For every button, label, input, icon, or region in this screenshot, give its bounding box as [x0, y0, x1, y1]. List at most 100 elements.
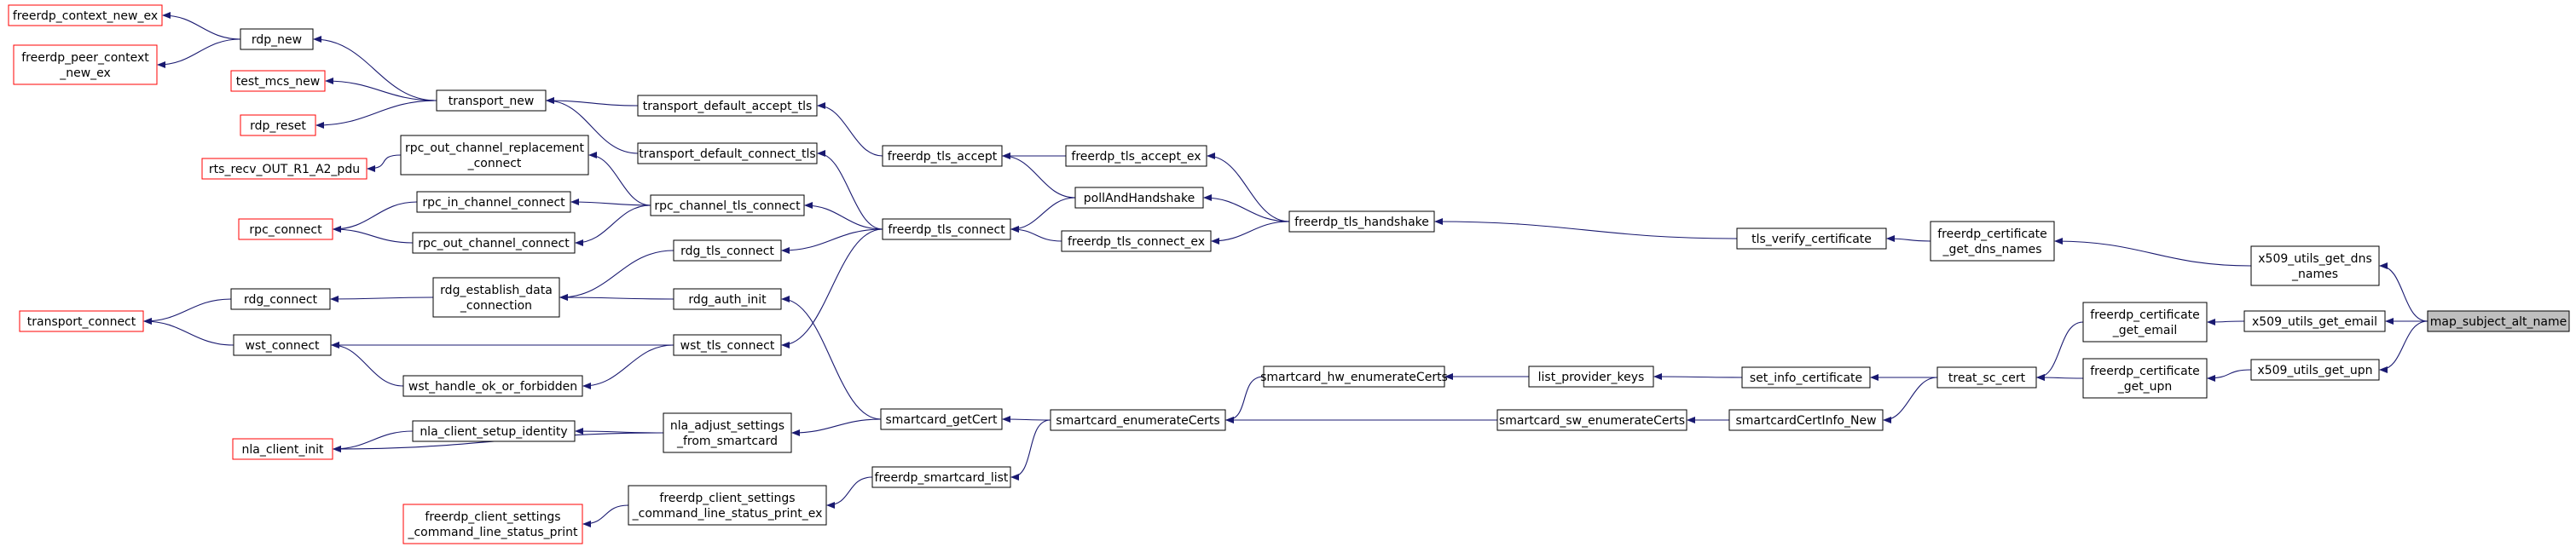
node-freerdp-context-new-ex[interactable]: freerdp_context_new_ex: [8, 4, 163, 26]
node-smartcard-sw-enumerateCerts[interactable]: smartcard_sw_enumerateCerts: [1496, 409, 1687, 431]
node-nla-client-init[interactable]: nla_client_init: [232, 438, 333, 460]
node-box[interactable]: [650, 194, 805, 216]
node-box[interactable]: [238, 218, 333, 240]
node-nla-adjust-settings-from-smartcard[interactable]: nla_adjust_settings_from_smartcard: [663, 412, 792, 453]
node-smartcard-hw-enumerateCerts[interactable]: smartcard_hw_enumerateCerts: [1260, 366, 1448, 388]
node-box[interactable]: [2250, 245, 2380, 286]
node-freerdp-certificate-get-dns-names[interactable]: freerdp_certificate_get_dns_names: [1930, 221, 2055, 262]
node-box[interactable]: [1065, 145, 1207, 167]
node-set-info-certificate[interactable]: set_info_certificate: [1741, 366, 1871, 389]
node-box[interactable]: [1288, 210, 1435, 233]
node-box[interactable]: [2427, 310, 2570, 332]
node-freerdp-certificate-get-email[interactable]: freerdp_certificate_get_email: [2082, 302, 2208, 343]
node-rdg-auth-init[interactable]: rdg_auth_init: [673, 288, 782, 310]
node-box[interactable]: [416, 191, 571, 213]
node-rpc-out-channel-replacement-connect[interactable]: rpc_out_channel_replacement_connect: [400, 135, 589, 176]
node-freerdp-smartcard-list[interactable]: freerdp_smartcard_list: [871, 466, 1011, 488]
node-freerdp-tls-handshake[interactable]: freerdp_tls_handshake: [1288, 210, 1435, 233]
node-transport-default-connect-tls[interactable]: transport_default_connect_tls: [637, 142, 818, 164]
node-box[interactable]: [1728, 409, 1884, 431]
node-box[interactable]: [240, 28, 314, 50]
node-box[interactable]: [232, 438, 333, 460]
node-box[interactable]: [637, 142, 818, 164]
node-box[interactable]: [412, 232, 576, 254]
node-rpc-connect[interactable]: rpc_connect: [238, 218, 333, 240]
node-transport-new[interactable]: transport_new: [436, 89, 547, 112]
node-box[interactable]: [882, 218, 1011, 240]
node-box[interactable]: [663, 412, 792, 453]
node-box[interactable]: [436, 89, 547, 112]
node-box[interactable]: [1061, 230, 1212, 252]
node-freerdp-tls-accept[interactable]: freerdp_tls_accept: [882, 145, 1003, 167]
node-freerdp-tls-connect[interactable]: freerdp_tls_connect: [882, 218, 1011, 240]
node-freerdp-tls-connect-ex[interactable]: freerdp_tls_connect_ex: [1061, 230, 1212, 252]
node-wst-connect[interactable]: wst_connect: [233, 334, 332, 356]
node-box[interactable]: [882, 145, 1003, 167]
node-box[interactable]: [1263, 366, 1445, 388]
node-box[interactable]: [432, 277, 560, 318]
node-wst-handle-ok-or-forbidden[interactable]: wst_handle_ok_or_forbidden: [402, 375, 583, 397]
node-transport-default-accept-tls[interactable]: transport_default_accept_tls: [637, 95, 818, 117]
node-box[interactable]: [240, 114, 316, 136]
node-box[interactable]: [1930, 221, 2055, 262]
node-box[interactable]: [673, 239, 782, 262]
node-box[interactable]: [201, 158, 368, 180]
node-box[interactable]: [1741, 366, 1871, 389]
node-freerdp-certificate-get-upn[interactable]: freerdp_certificate_get_upn: [2082, 358, 2208, 399]
node-box[interactable]: [13, 44, 158, 85]
node-test-mcs-new[interactable]: test_mcs_new: [230, 70, 326, 92]
node-box[interactable]: [628, 485, 827, 526]
node-box[interactable]: [1528, 366, 1654, 388]
node-rdg-establish-data-connection[interactable]: rdg_establish_data_connection: [432, 277, 560, 318]
node-rdp-new[interactable]: rdp_new: [240, 28, 314, 50]
node-x509-utils-get-email[interactable]: x509_utils_get_email: [2243, 310, 2386, 332]
node-nla-client-setup-identity[interactable]: nla_client_setup_identity: [412, 420, 576, 442]
node-wst-tls-connect[interactable]: wst_tls_connect: [673, 334, 782, 356]
node-list-provider-keys[interactable]: list_provider_keys: [1528, 366, 1654, 388]
node-box[interactable]: [2243, 310, 2386, 332]
node-x509-utils-get-dns-names[interactable]: x509_utils_get_dns_names: [2250, 245, 2380, 286]
node-smartcard-getCert[interactable]: smartcard_getCert: [880, 408, 1003, 430]
node-box[interactable]: [1050, 409, 1226, 431]
node-smartcard-enumerateCerts[interactable]: smartcard_enumerateCerts: [1050, 409, 1226, 431]
node-box[interactable]: [1736, 227, 1887, 250]
node-box[interactable]: [880, 408, 1003, 430]
node-box[interactable]: [2082, 302, 2208, 343]
node-rdp-reset[interactable]: rdp_reset: [240, 114, 316, 136]
node-box[interactable]: [1074, 187, 1204, 209]
node-box[interactable]: [233, 334, 332, 356]
node-rpc-in-channel-connect[interactable]: rpc_in_channel_connect: [416, 191, 571, 213]
node-box[interactable]: [2082, 358, 2208, 399]
node-box[interactable]: [2250, 359, 2380, 381]
node-pollAndHandshake[interactable]: pollAndHandshake: [1074, 187, 1204, 209]
node-freerdp-tls-accept-ex[interactable]: freerdp_tls_accept_ex: [1065, 145, 1207, 167]
node-box[interactable]: [673, 288, 782, 310]
node-treat-sc-cert[interactable]: treat_sc_cert: [1936, 366, 2037, 389]
node-rdg-tls-connect[interactable]: rdg_tls_connect: [673, 239, 782, 262]
node-box[interactable]: [871, 466, 1011, 488]
node-rts-recv-OUT-R1-A2-pdu[interactable]: rts_recv_OUT_R1_A2_pdu: [201, 158, 368, 180]
node-box[interactable]: [1496, 409, 1687, 431]
node-box[interactable]: [230, 288, 331, 310]
node-box[interactable]: [673, 334, 782, 356]
node-smartcardCertInfo-New[interactable]: smartcardCertInfo_New: [1728, 409, 1884, 431]
node-box[interactable]: [637, 95, 818, 117]
node-rpc-channel-tls-connect[interactable]: rpc_channel_tls_connect: [650, 194, 805, 216]
node-box[interactable]: [412, 420, 576, 442]
node-map-subject-alt-name[interactable]: map_subject_alt_name: [2427, 310, 2570, 332]
node-rpc-out-channel-connect[interactable]: rpc_out_channel_connect: [412, 232, 576, 254]
node-box[interactable]: [8, 4, 163, 26]
node-box[interactable]: [19, 310, 144, 332]
node-freerdp-client-settings-command-line-status-print[interactable]: freerdp_client_settings_command_line_sta…: [402, 504, 583, 544]
node-box[interactable]: [402, 375, 583, 397]
node-box[interactable]: [400, 135, 589, 176]
node-freerdp-peer-context-new-ex[interactable]: freerdp_peer_context_new_ex: [13, 44, 158, 85]
node-box[interactable]: [1936, 366, 2037, 389]
node-freerdp-client-settings-command-line-status-print-ex[interactable]: freerdp_client_settings_command_line_sta…: [628, 485, 827, 526]
node-tls-verify-certificate[interactable]: tls_verify_certificate: [1736, 227, 1887, 250]
node-box[interactable]: [230, 70, 326, 92]
node-box[interactable]: [402, 504, 583, 544]
node-rdg-connect[interactable]: rdg_connect: [230, 288, 331, 310]
node-transport-connect[interactable]: transport_connect: [19, 310, 144, 332]
node-x509-utils-get-upn[interactable]: x509_utils_get_upn: [2250, 359, 2380, 381]
